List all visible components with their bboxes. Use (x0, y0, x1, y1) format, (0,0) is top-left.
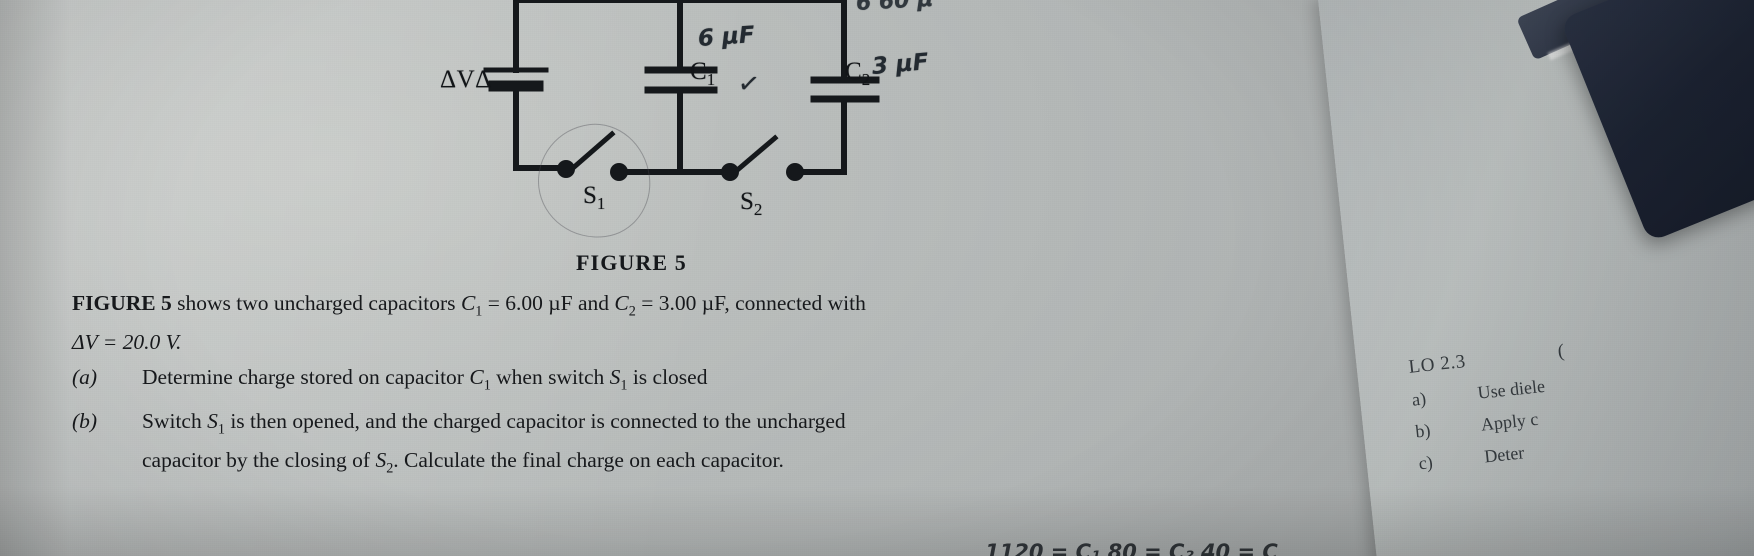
s1-terminal-right (610, 163, 628, 181)
circuit-svg (483, 0, 880, 181)
label-switch-s1: S1 (583, 182, 606, 213)
label-source-voltage: ΔVΔ (440, 66, 492, 93)
symbol-c2-sub: 2 (628, 303, 636, 320)
item-a-sym-2-sub: 1 (620, 377, 628, 394)
item-b-sym-1: S (207, 408, 218, 433)
problem-item-b-text: Switch S1 is then opened, and the charge… (142, 406, 1282, 485)
handwritten-c2-value: 3 µF (870, 49, 930, 80)
circuit-diagram (430, 0, 990, 222)
problem-item-a-text: Determine charge stored on capacitor C1 … (142, 362, 1282, 401)
symbol-c1: C (460, 291, 476, 315)
item-a-sym-1: C (469, 365, 484, 390)
handwritten-bottom-note: 1120 = C₁ 80 = C₂ 40 = C (985, 540, 1278, 556)
switch-terminals (557, 160, 804, 181)
figure-caption: FIGURE 5 (576, 250, 687, 275)
item-a-sym-2: S (609, 365, 621, 390)
item-b-sym-2: S (375, 447, 387, 472)
label-switch-s2: S2 (740, 188, 763, 219)
item-a-text-3: is closed (627, 365, 708, 390)
item-b-sym-2-sub: 2 (386, 460, 394, 477)
item-b-continuation: capacitor by the closing of S2. Calculat… (142, 445, 1282, 484)
adjacent-item-c-text: Deter (1483, 442, 1526, 467)
problem-item-a-marker: (a) (72, 365, 98, 390)
label-capacitor-c2: C2 (845, 58, 871, 89)
left-edge-shadow (0, 0, 70, 556)
item-a-sym-1-sub: 1 (483, 377, 491, 394)
s1-terminal-left (557, 160, 575, 178)
item-a-text-2: when switch (490, 365, 610, 390)
item-a-text-1: Determine charge stored on capacitor (142, 365, 470, 390)
item-b-sym-1-sub: 1 (217, 420, 225, 437)
item-b-text-1: Switch (142, 408, 208, 433)
label-capacitor-c1: C1 (690, 58, 716, 89)
problem-item-b-marker: (b) (72, 408, 98, 433)
s2-blade (731, 134, 779, 176)
problem-item-b: (b) Switch S1 is then opened, and the ch… (72, 406, 1282, 485)
problem-intro-bold: FIGURE 5 (72, 291, 172, 315)
problem-item-a: (a) Determine charge stored on capacitor… (72, 362, 1282, 401)
symbol-c1-sub: 1 (475, 303, 483, 320)
problem-intro: FIGURE 5 shows two uncharged capacitors … (72, 288, 1282, 358)
item-b-cont-1: capacitor by the closing of (142, 447, 376, 472)
problem-c2-eq: = 3.00 µF, connected with (635, 291, 866, 315)
item-b-text-2: is then opened, and the charged capacito… (224, 408, 846, 433)
adjacent-item-c-marker: c) (1417, 451, 1434, 474)
handwritten-c1-value: 6 µF (697, 22, 756, 52)
problem-voltage-line: ΔV = 20.0 V. (72, 330, 182, 355)
problem-c1-eq: = 6.00 µF and (482, 291, 615, 315)
s1-blade (569, 130, 616, 172)
problem-text-block: FIGURE 5 shows two uncharged capacitors … (72, 288, 1282, 484)
adjacent-page-heading-tail: ( (1556, 340, 1566, 363)
problem-intro-rest: shows two uncharged capacitors (171, 291, 461, 315)
handwritten-check-mark: ✓ (735, 68, 762, 101)
s2-terminal-right (786, 163, 804, 181)
adjacent-item-b-text: Apply c (1479, 408, 1540, 435)
s2-terminal-left (721, 163, 739, 181)
symbol-c2: C (614, 291, 629, 315)
item-b-cont-2: . Calculate the final charge on each cap… (393, 447, 784, 472)
